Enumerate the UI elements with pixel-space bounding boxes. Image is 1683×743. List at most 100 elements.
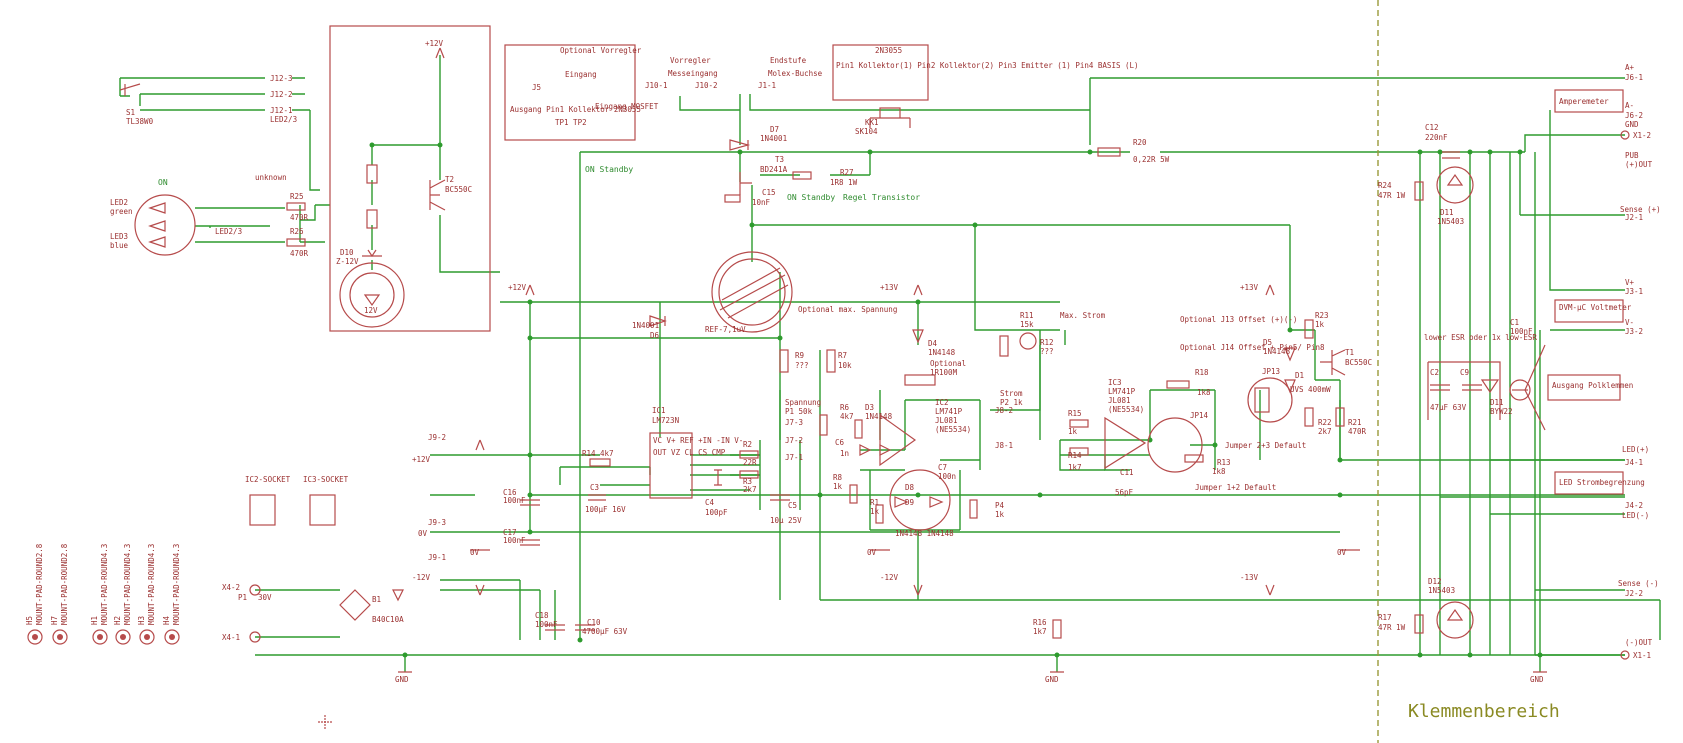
jumper-23: Jumper 2+3 Default: [1225, 441, 1306, 450]
r8-value: 1k: [833, 482, 843, 491]
r3-value: 2k7: [743, 485, 757, 494]
r22-value: 2k7: [1318, 427, 1332, 436]
mount-pad-labels: H5 MOUNT-PAD-ROUND2.8 H7 MOUNT-PAD-ROUND…: [25, 543, 181, 625]
r24-label: R24: [1378, 181, 1392, 190]
r7-value: 10k: [838, 361, 852, 370]
net-j2-1: J2-1: [1625, 213, 1643, 222]
r2-label: R2: [743, 440, 752, 449]
ic2-part-a: LM741P: [935, 407, 963, 416]
r26-value: 470R: [290, 249, 309, 258]
r26-label: R26: [290, 227, 304, 236]
jp13-label: JP13: [1262, 367, 1280, 376]
lower-esr: lower ESR oder 1x low-ESR: [1424, 333, 1537, 342]
r27-label: R27: [840, 168, 854, 177]
junction-dots: [369, 142, 1543, 658]
ic1-value: LM723N: [652, 416, 679, 425]
ic2-optional: Optional: [930, 359, 966, 368]
t1-value: BC550C: [1345, 358, 1372, 367]
d12-value: 1N5403: [1428, 586, 1455, 595]
mount-h3: H3: [137, 616, 146, 625]
c29-value: 47µF 63V: [1430, 403, 1467, 412]
d3-label: D3: [865, 403, 874, 412]
endstufe-label: Endstufe: [770, 56, 807, 65]
r14-value: 1k7: [1068, 463, 1082, 472]
optional-max: Optional max. Spannung: [798, 305, 897, 314]
net-j7-2: J7-2: [785, 436, 803, 445]
ic3-part-c: (NE5534): [1108, 405, 1144, 414]
net-j10-2: J10-2: [695, 81, 718, 90]
d11a-value: 1N5403: [1437, 217, 1464, 226]
r13-label: R13: [1217, 458, 1231, 467]
r16-label: R16: [1033, 618, 1047, 627]
r23-label: R23: [1315, 311, 1329, 320]
rail-m12v-center: -12V: [880, 573, 899, 582]
c2-label: C2: [1430, 368, 1439, 377]
c1-value: 100nF: [1510, 327, 1533, 336]
b1-label: B1: [372, 595, 381, 604]
ic2-socket: IC2-SOCKET: [245, 475, 291, 484]
net-x1-1: X1-1: [1633, 651, 1651, 660]
c7-label: C7: [938, 463, 947, 472]
led3-color: blue: [110, 241, 129, 250]
rail-12v-left: +12V: [412, 455, 431, 464]
d9-label: D9: [905, 498, 914, 507]
r25-value: 470R: [290, 213, 309, 222]
c18-label: C18: [535, 611, 549, 620]
ref-label: REF-7,1uV: [705, 325, 746, 334]
r6-value: 4k7: [840, 412, 854, 421]
d4-value: 1N4148: [928, 348, 956, 357]
term-v-minus: V-: [1625, 318, 1634, 327]
t2-label: T2: [445, 175, 454, 184]
t3-label: T3: [775, 155, 784, 164]
rail-0v-c: 0V: [1337, 548, 1347, 557]
led-strom-box: [1554, 471, 1624, 495]
net-j9-3: J9-3: [428, 518, 446, 527]
r11-value: 15k: [1020, 320, 1034, 329]
net-j8-2: J8-2: [995, 406, 1013, 415]
net-j2-2: J2-2: [1625, 589, 1643, 598]
r25-label: R25: [290, 192, 304, 201]
r7-label: R7: [838, 351, 847, 360]
net-j8-1: J8-1: [995, 441, 1013, 450]
d1-value: UVS 400mW: [1290, 385, 1331, 394]
vorregler-j5: J5: [532, 83, 541, 92]
net-j10-1: J10-1: [645, 81, 668, 90]
net-j6-1: J6-1: [1625, 73, 1643, 82]
d11-value: BYW22: [1490, 407, 1513, 416]
d7-label: D7: [770, 125, 779, 134]
jumper-12: Jumper 1+2 Default: [1195, 483, 1276, 492]
dvm-text: DVM-µC Voltmeter: [1559, 303, 1632, 312]
rail-m12v-left: -12V: [412, 573, 431, 582]
mount-h7: H7: [50, 616, 59, 625]
optional-j13: Optional J13 Offset (+)(-): [1180, 315, 1297, 324]
c17-value: 100nF: [503, 536, 526, 545]
net-j12-1: J12-1: [270, 106, 293, 115]
term-pub: PUB: [1625, 151, 1639, 160]
ic2-optional2: 1R100M: [930, 368, 958, 377]
r14b-value: 4k7: [600, 449, 614, 458]
klemmenbereich-label: Klemmenbereich: [1408, 701, 1560, 722]
r13-value: 1k8: [1212, 467, 1226, 476]
b1-value: B40C10A: [372, 615, 404, 624]
term-a-plus: A+: [1625, 63, 1635, 72]
term-a-minus: A-: [1625, 101, 1634, 110]
term-minus-out: (-)OUT: [1625, 638, 1653, 647]
on-standby-left: ON Standby: [585, 165, 633, 174]
c17-label: C17: [503, 528, 517, 537]
net-j4-1: J4-1: [1625, 458, 1643, 467]
kk1-label: KK1: [865, 118, 879, 127]
net-led23: LED2/3: [215, 227, 242, 236]
r2-value: 22R: [743, 458, 757, 467]
optional-j14: Optional J14 Offset + Pin5/ Pin8: [1180, 343, 1325, 352]
s1-label: S1: [126, 108, 135, 117]
c5-value: 10µ 25V: [770, 516, 802, 525]
net-led23-top: LED2/3: [270, 115, 297, 124]
c11-value: 56pF: [1115, 488, 1134, 497]
c4-value: 100pF: [705, 508, 728, 517]
device-layer: [27, 47, 1630, 729]
mount-pad-1: MOUNT-PAD-ROUND2.8: [35, 543, 44, 625]
term-sense-minus: Sense (-): [1618, 579, 1659, 588]
s1-value: TL38W0: [126, 117, 154, 126]
led3-label: LED3: [110, 232, 128, 241]
